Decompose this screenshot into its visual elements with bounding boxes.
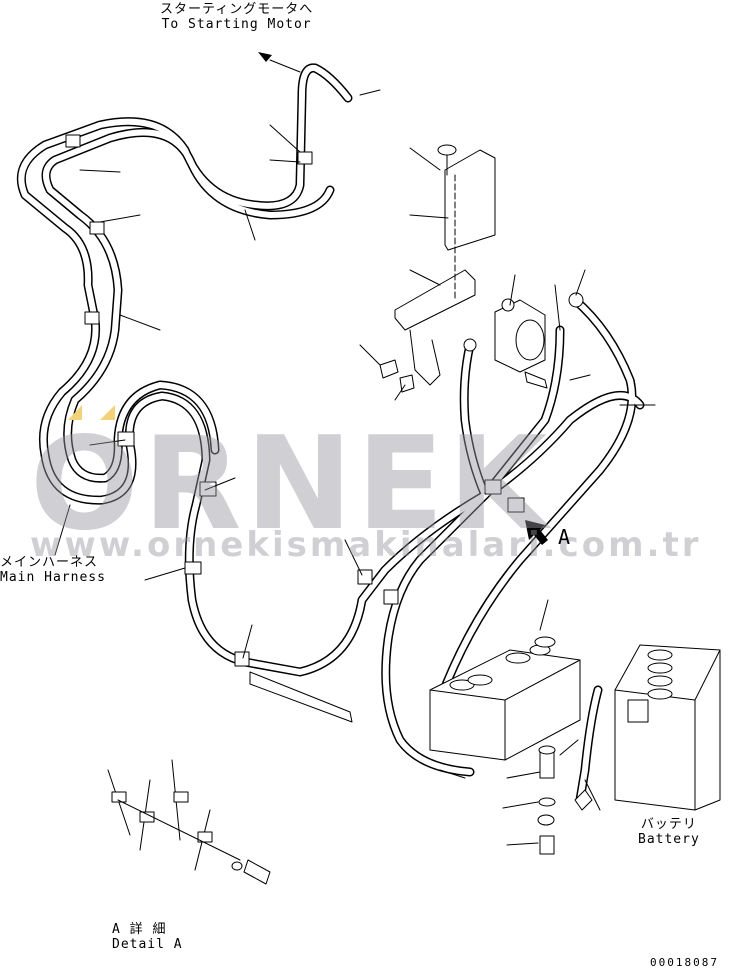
battery-relay: [379, 292, 584, 393]
battery-2: [614, 644, 721, 811]
main-harness-label-en: Main Harness: [0, 570, 106, 585]
battery-label-en: Battery: [638, 832, 700, 847]
view-a-label: A: [558, 525, 572, 549]
leader-lines: [54, 59, 656, 846]
detail-a-label: A 詳 細 Detail A: [112, 922, 183, 952]
starting-motor-label: スターティングモータへ To Starting Motor: [160, 2, 313, 32]
detail-a-label-en: Detail A: [112, 937, 183, 952]
starting-motor-arrowhead: [258, 52, 272, 62]
watermark-brand: ORNEK: [30, 410, 552, 559]
watermark-url: www.ornekismakinalari.com.tr: [30, 525, 702, 565]
view-a-arrow-icon: [525, 520, 548, 545]
detail-a-drawing: [107, 759, 271, 885]
battery-1: [429, 636, 581, 761]
battery-label: バッテリ Battery: [638, 817, 700, 847]
starting-motor-label-jp: スターティングモータへ: [160, 2, 314, 17]
detail-a-label-jp: A 詳 細: [112, 922, 167, 937]
watermark-accent: [68, 405, 115, 420]
ground-strap: [249, 671, 353, 723]
main-harness-label-jp: メインハーネス: [0, 555, 99, 570]
clamps: [65, 134, 525, 667]
battery-label-jp: バッテリ: [640, 817, 697, 832]
main-harness-label: メインハーネス Main Harness: [0, 555, 106, 585]
hardware: [537, 745, 593, 855]
drawing-number: 00018087: [650, 956, 719, 969]
starting-motor-label-en: To Starting Motor: [161, 17, 312, 32]
relay-bracket: [394, 144, 496, 386]
